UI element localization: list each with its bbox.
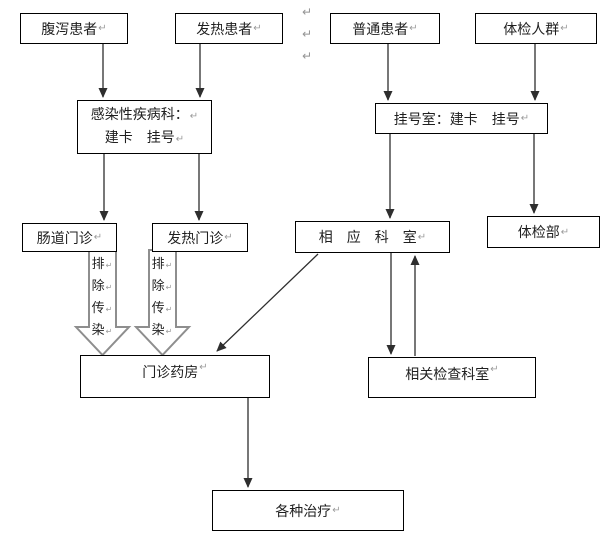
node-various-treatments: 各种治疗↵ <box>212 490 404 531</box>
node-fever-patients: 发热患者↵ <box>175 13 283 44</box>
node-label: 发热门诊 <box>167 229 224 246</box>
paragraph-mark: ↵ <box>302 27 313 41</box>
block-arrow-exclude-infection-left <box>73 249 132 357</box>
return-mark: ↵ <box>165 327 173 336</box>
vchar: 排 <box>91 256 105 271</box>
node-fever-clinic: 发热门诊↵ <box>152 223 248 252</box>
return-mark: ↵ <box>105 283 113 292</box>
return-mark: ↵ <box>409 23 418 34</box>
node-label: 普通患者 <box>352 20 409 37</box>
exclude-infection-label-left: 排↵ 除↵ 传↵ 染↵ <box>91 253 113 341</box>
vchar-row: 除↵ <box>151 275 173 297</box>
return-mark: ↵ <box>560 226 570 238</box>
vchar-row: 除↵ <box>91 275 113 297</box>
return-mark: ↵ <box>165 305 173 314</box>
return-mark: ↵ <box>253 23 262 34</box>
return-mark: ↵ <box>189 111 199 122</box>
return-mark: ↵ <box>417 231 427 243</box>
return-mark: ↵ <box>224 232 233 243</box>
block-arrow-exclude-infection-right <box>133 249 192 357</box>
return-mark: ↵ <box>490 364 499 375</box>
node-label: 体检部 <box>517 224 560 240</box>
return-mark: ↵ <box>560 23 569 34</box>
return-mark: ↵ <box>199 362 208 373</box>
arrow-corresponding-to-pharmacy <box>216 253 319 352</box>
node-label: 挂号室：建卡 挂号 <box>393 110 520 127</box>
node-diarrhea-patients: 腹泻患者↵ <box>20 13 128 44</box>
node-label-line2: 建卡 挂号↵ <box>105 127 184 150</box>
vchar: 传 <box>151 300 165 315</box>
vchar: 除 <box>151 278 165 293</box>
node-label: 相 应 科 室 <box>318 229 417 245</box>
block-arrows <box>73 249 192 357</box>
vchar: 除 <box>91 278 105 293</box>
node-label-line1: 感染性疾病科：↵ <box>91 104 198 127</box>
vchar: 染 <box>91 322 105 337</box>
paragraph-mark: ↵ <box>302 49 313 63</box>
return-mark: ↵ <box>105 305 113 314</box>
node-label: 建卡 挂号 <box>104 129 175 145</box>
vchar: 染 <box>151 322 165 337</box>
node-label: 门诊药房 <box>142 364 199 380</box>
connector-arrows <box>98 44 540 488</box>
node-checkup-dept: 体检部↵ <box>487 216 600 248</box>
vchar-row: 排↵ <box>91 253 113 275</box>
return-mark: ↵ <box>93 232 103 243</box>
vchar-row: 传↵ <box>91 297 113 319</box>
node-registration-room: 挂号室：建卡 挂号↵ <box>375 103 548 134</box>
node-label: 腹泻患者 <box>41 20 98 37</box>
node-label: 相关检查科室 <box>405 366 490 382</box>
return-mark: ↵ <box>105 327 113 336</box>
vchar-row: 传↵ <box>151 297 173 319</box>
node-ordinary-patients: 普通患者↵ <box>330 13 440 44</box>
node-label: 体检人群 <box>503 20 560 37</box>
return-mark: ↵ <box>98 23 107 34</box>
vchar: 传 <box>91 300 105 315</box>
vchar-row: 染↵ <box>91 319 113 341</box>
exclude-infection-label-right: 排↵ 除↵ 传↵ 染↵ <box>151 253 173 341</box>
return-mark: ↵ <box>520 113 530 124</box>
return-mark: ↵ <box>165 261 173 270</box>
vchar-row: 染↵ <box>151 319 173 341</box>
return-mark: ↵ <box>165 283 173 292</box>
node-outpatient-pharmacy: 门诊药房↵ <box>80 355 270 398</box>
return-mark: ↵ <box>332 505 341 516</box>
node-label: 各种治疗 <box>275 502 332 519</box>
node-related-exam-dept: 相关检查科室↵ <box>368 357 536 398</box>
node-corresponding-dept: 相 应 科 室↵ <box>295 221 450 253</box>
node-checkup-group: 体检人群↵ <box>475 13 597 44</box>
paragraph-mark: ↵ <box>302 5 313 19</box>
return-mark: ↵ <box>175 134 185 145</box>
vchar: 排 <box>151 256 165 271</box>
node-intestinal-clinic: 肠道门诊↵ <box>22 223 117 252</box>
return-mark: ↵ <box>105 261 113 270</box>
node-label: 肠道门诊 <box>36 229 93 246</box>
node-label: 发热患者 <box>196 20 253 37</box>
node-infectious-disease-dept: 感染性疾病科：↵ 建卡 挂号↵ <box>77 100 212 154</box>
node-label: 感染性疾病科： <box>90 106 189 122</box>
vchar-row: 排↵ <box>151 253 173 275</box>
